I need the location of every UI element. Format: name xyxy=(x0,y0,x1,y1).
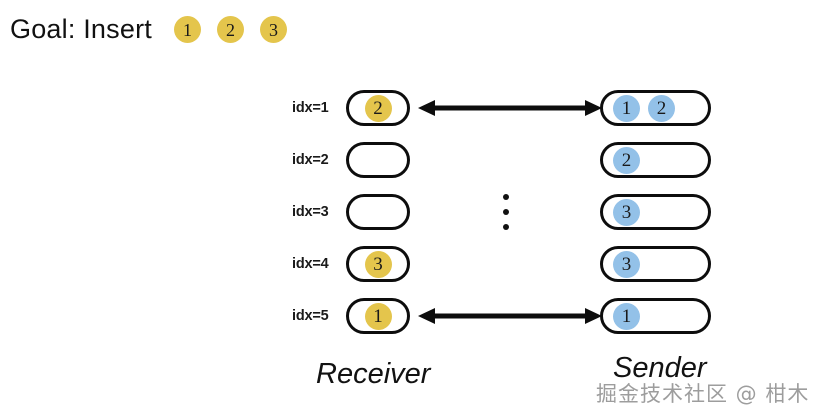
page-title: Goal: Insert xyxy=(10,14,152,44)
receiver-index-label: idx=5 xyxy=(292,308,329,324)
receiver-slot: 1 xyxy=(346,298,410,334)
goal-token: 2 xyxy=(216,16,244,43)
sender-row: 1 2 xyxy=(600,90,711,126)
sender-row: 1 xyxy=(600,298,711,334)
sender-row: 2 xyxy=(600,142,711,178)
receiver-row: idx=4 3 xyxy=(292,246,410,282)
sender-slot: 3 xyxy=(600,246,711,282)
receiver-token: 1 xyxy=(364,302,392,330)
sender-token: 1 xyxy=(613,302,640,330)
double-arrow-icon xyxy=(418,308,602,324)
sender-slot: 2 xyxy=(600,142,711,178)
sender-slot: 3 xyxy=(600,194,711,230)
sender-caption: Sender xyxy=(613,352,707,384)
receiver-caption: Receiver xyxy=(316,358,431,390)
sender-column: 1 2 2 3 3 1 xyxy=(600,90,711,334)
double-arrow-icon xyxy=(418,100,602,116)
receiver-row: idx=3 xyxy=(292,194,410,230)
ellipsis-dot xyxy=(503,209,509,215)
watermark: 掘金技术社区 @ 柑木 xyxy=(596,382,810,406)
receiver-slot: 3 xyxy=(346,246,410,282)
goal-token: 1 xyxy=(173,16,201,43)
ellipsis-dot xyxy=(503,224,509,230)
receiver-token: 3 xyxy=(364,250,392,278)
receiver-row: idx=1 2 xyxy=(292,90,410,126)
sender-row: 3 xyxy=(600,246,711,282)
receiver-index-label: idx=2 xyxy=(292,152,329,168)
receiver-slot-empty xyxy=(346,194,410,230)
receiver-column: idx=1 2 idx=2 idx=3 idx=4 3 idx=5 1 xyxy=(292,90,410,334)
sender-slot: 1 2 xyxy=(600,90,711,126)
receiver-index-label: idx=1 xyxy=(292,100,329,116)
receiver-slot-empty xyxy=(346,142,410,178)
goal-row: Goal: Insert 1 2 3 xyxy=(10,14,287,45)
vertical-ellipsis-icon xyxy=(503,194,509,230)
sender-row: 3 xyxy=(600,194,711,230)
receiver-index-label: idx=3 xyxy=(292,204,329,220)
receiver-slot: 2 xyxy=(346,90,410,126)
goal-token: 3 xyxy=(259,16,287,43)
receiver-token: 2 xyxy=(364,94,392,122)
sender-token: 3 xyxy=(613,250,640,278)
receiver-row: idx=5 1 xyxy=(292,298,410,334)
sender-token: 2 xyxy=(613,146,640,174)
sender-token: 3 xyxy=(613,198,640,226)
receiver-row: idx=2 xyxy=(292,142,410,178)
ellipsis-dot xyxy=(503,194,509,200)
sender-token: 1 xyxy=(613,94,640,122)
sender-token: 2 xyxy=(648,94,675,122)
sender-slot: 1 xyxy=(600,298,711,334)
receiver-index-label: idx=4 xyxy=(292,256,329,272)
goal-token-list: 1 2 3 xyxy=(173,16,287,43)
